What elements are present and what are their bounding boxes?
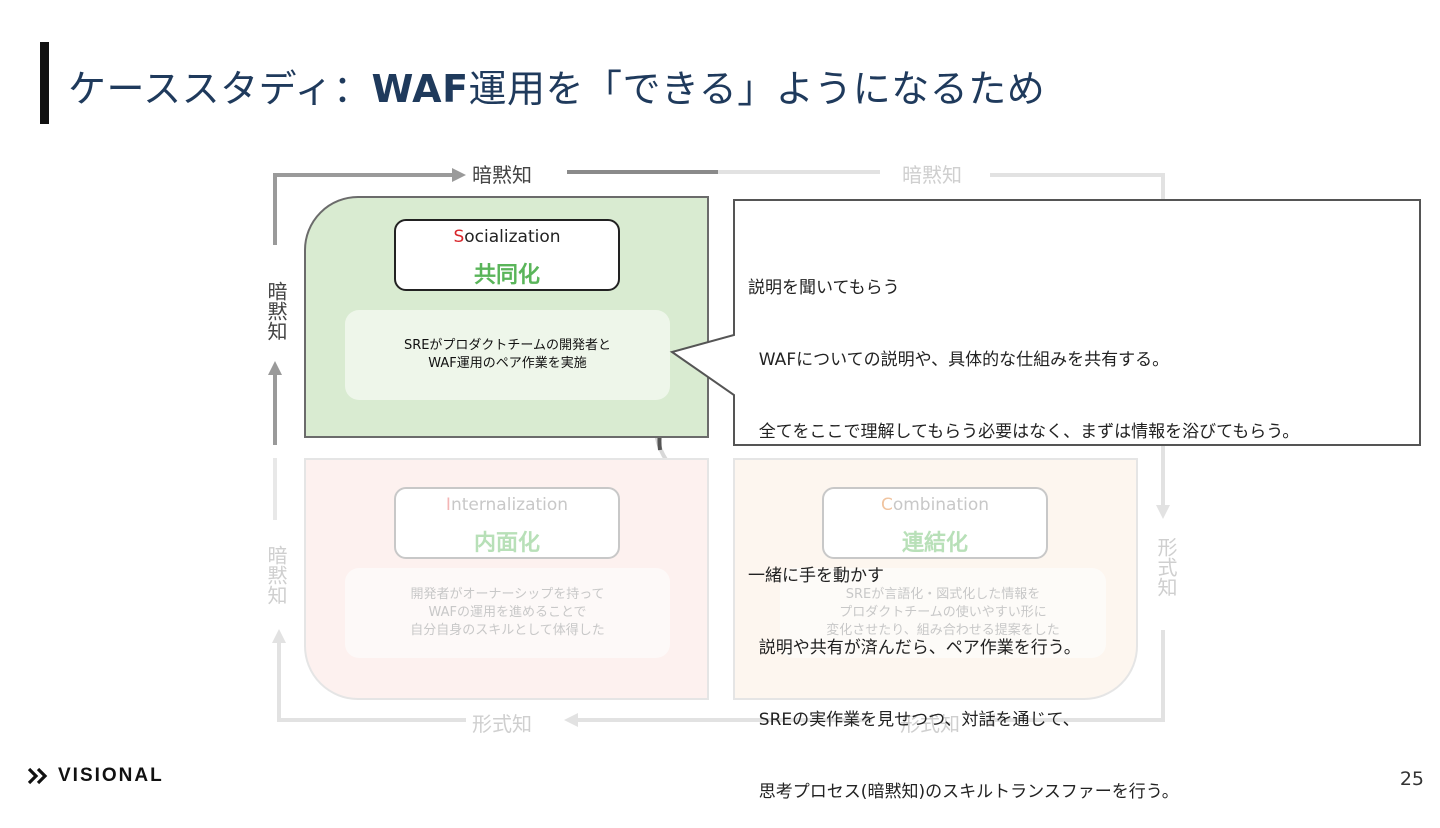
internalization-description: 開発者がオーナーシップを持って WAFの運用を進めることで 自分自身のスキルとし… <box>345 568 670 658</box>
callout-text: 説明を聞いてもらう WAFについての説明や、具体的な仕組みを共有する。 全てをこ… <box>748 278 1300 802</box>
axis-label-top-left: 暗黙知 <box>472 163 532 187</box>
double-chevron-icon <box>28 767 48 785</box>
internalization-en-label: Internalization <box>445 495 569 515</box>
axis-label-left-bottom: 暗黙知 <box>264 545 288 605</box>
axis-label-bottom-left: 形式知 <box>472 712 532 736</box>
axis-label-top-right: 暗黙知 <box>902 163 962 187</box>
internalization-ja-label: 内面化 <box>473 531 540 556</box>
page-title: ケーススタディ：WAF運用を「できる」ようになるため <box>68 67 1046 111</box>
page-number: 25 <box>1399 768 1424 790</box>
combination-label-box: Combination 連結化 <box>822 487 1048 559</box>
axis-label-bottom-right: 形式知 <box>900 712 960 736</box>
title-accent-bar <box>40 42 49 124</box>
axis-label-right: 形式知 <box>1154 537 1178 597</box>
visional-logo: VISIONAL <box>28 765 164 787</box>
socialization-en-label: Socialization <box>453 227 561 247</box>
arrow-right-bottom <box>992 630 1165 722</box>
socialization-ja-label: 共同化 <box>473 263 540 288</box>
internalization-label-box: Internalization 内面化 <box>394 487 620 559</box>
axis-label-left-top: 暗黙知 <box>264 281 288 341</box>
combination-en-label: Combination <box>880 495 990 515</box>
socialization-description: SREがプロダクトチームの開発者と WAF運用のペア作業を実施 <box>345 310 670 400</box>
callout-bubble <box>669 199 1421 446</box>
combination-description: SREが言語化・図式化した情報を プロダクトチームの使いやすい形に 変化させたり… <box>780 568 1106 658</box>
logo-text: VISIONAL <box>58 765 164 786</box>
arrow-top-left <box>273 173 455 245</box>
socialization-label-box: Socialization 共同化 <box>394 219 620 291</box>
arrow-bottom-left <box>277 640 466 722</box>
combination-ja-label: 連結化 <box>901 531 968 556</box>
